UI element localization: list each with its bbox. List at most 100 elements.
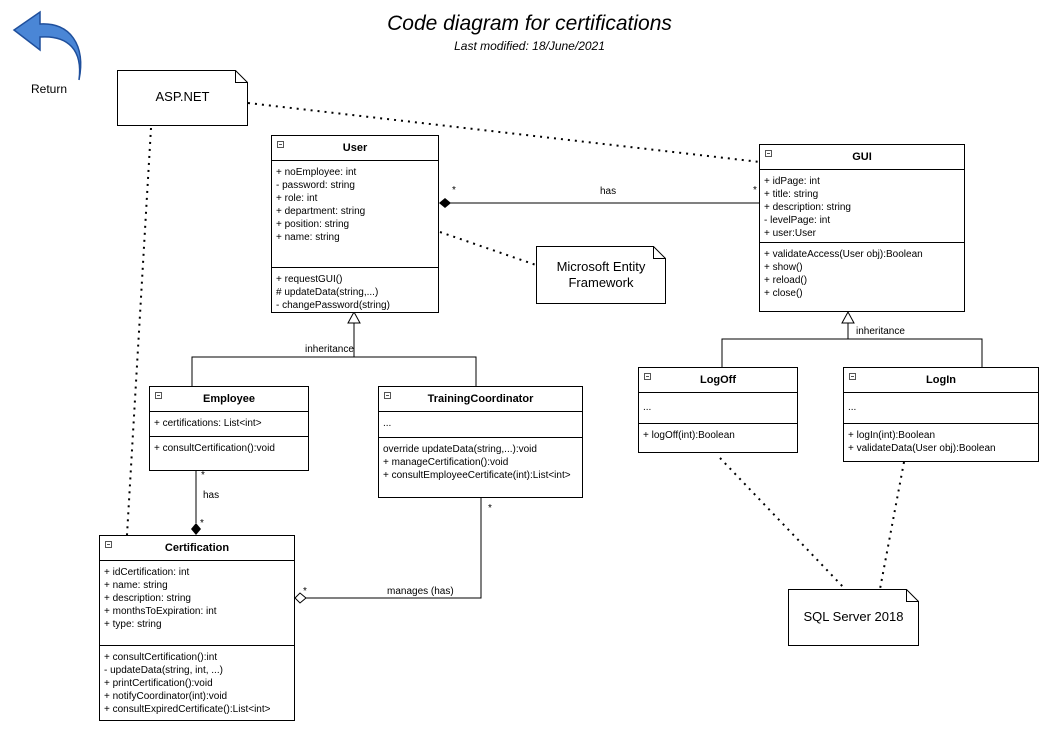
has-label: has [600, 186, 617, 197]
multiplicity-star: * [303, 586, 307, 597]
attribute: + name: string [104, 580, 168, 591]
user-entity-link [439, 231, 537, 266]
class-name: TrainingCoordinator [427, 393, 534, 405]
entity-framework-line-2: Framework [568, 275, 634, 290]
method: + consultCertification():int [104, 652, 218, 663]
collapse-icon[interactable] [277, 141, 284, 148]
class-training-coordinator[interactable]: TrainingCoordinator ... override updateD… [378, 386, 583, 498]
class-user[interactable]: User + noEmployee: int - password: strin… [271, 135, 439, 313]
method: + consultCertification():void [154, 443, 275, 454]
aspnet-gui-link [247, 102, 761, 163]
method: + manageCertification():void [383, 457, 509, 468]
attribute: ... [383, 418, 392, 429]
class-name: LogOff [699, 374, 737, 386]
attribute: ... [643, 402, 652, 413]
attribute: - password: string [276, 180, 355, 191]
inheritance-left-arrow [347, 310, 361, 324]
collapse-icon[interactable] [644, 373, 651, 380]
diagram-subtitle: Last modified: 18/June/2021 [454, 39, 605, 53]
attribute: + noEmployee: int [276, 167, 357, 178]
methods-section: + validateAccess(User obj):Boolean + sho… [760, 243, 964, 305]
collapse-icon[interactable] [384, 392, 391, 399]
methods-section: + consultCertification():void [150, 437, 308, 460]
attributes-section: ... [844, 393, 1038, 424]
attribute: + description: string [104, 593, 191, 604]
inheritance-left-tree [191, 356, 477, 386]
method: + requestGUI() [276, 274, 343, 285]
aspnet-note: ASP.NET [117, 70, 248, 126]
login-sql-link [879, 461, 905, 590]
inheritance-right-arrow [841, 310, 855, 324]
method: + close() [764, 288, 803, 299]
attribute: + position: string [276, 219, 350, 230]
employee-certification-diamond [191, 523, 201, 535]
multiplicity-star: * [200, 518, 204, 529]
entity-framework-note: Microsoft Entity Framework [536, 246, 666, 304]
attributes-section: ... [639, 393, 797, 424]
class-name: GUI [852, 151, 872, 163]
aspnet-note-text: ASP.NET [155, 89, 210, 104]
sql-server-note: SQL Server 2018 [788, 589, 919, 646]
manages-label: manages (has) [387, 586, 454, 597]
methods-section: + consultCertification():int - updateDat… [100, 646, 294, 721]
attribute: + idPage: int [764, 176, 820, 187]
inheritance-right-tree [721, 338, 983, 367]
method: + printCertification():void [104, 678, 213, 689]
method: + logOff(int):Boolean [643, 430, 735, 441]
return-arrow-icon [12, 10, 82, 81]
class-name: LogIn [926, 374, 956, 386]
method: + notifyCoordinator(int):void [104, 691, 228, 702]
collapse-icon[interactable] [105, 541, 112, 548]
class-gui[interactable]: GUI + idPage: int + title: string + desc… [759, 144, 965, 312]
method: + validateAccess(User obj):Boolean [764, 249, 923, 260]
method: override updateData(string,...):void [383, 444, 537, 455]
attributes-section: + idCertification: int + name: string + … [100, 561, 294, 646]
inheritance-label: inheritance [305, 344, 354, 355]
class-certification[interactable]: Certification + idCertification: int + n… [99, 535, 295, 721]
class-employee[interactable]: Employee + certifications: List<int> + c… [149, 386, 309, 471]
method: # updateData(string,...) [276, 287, 379, 298]
inheritance-label: inheritance [856, 326, 905, 337]
method: - updateData(string, int, ...) [104, 665, 223, 676]
training-certification-diamond [294, 592, 307, 604]
attribute: ... [848, 402, 857, 413]
methods-section: + logOff(int):Boolean [639, 424, 797, 447]
sql-server-note-text: SQL Server 2018 [803, 609, 904, 624]
multiplicity-star: * [753, 185, 757, 196]
class-name: User [342, 142, 368, 154]
methods-section: override updateData(string,...):void + m… [379, 438, 582, 487]
attribute: + certifications: List<int> [154, 418, 262, 429]
attribute: + idCertification: int [104, 567, 190, 578]
method: + validateData(User obj):Boolean [848, 443, 996, 454]
collapse-icon[interactable] [849, 373, 856, 380]
multiplicity-star: * [488, 503, 492, 514]
class-name: Employee [203, 393, 255, 405]
method: + consultExpiredCertificate():List<int> [104, 704, 271, 715]
collapse-icon[interactable] [155, 392, 162, 399]
method: + logIn(int):Boolean [848, 430, 936, 441]
class-name: Certification [164, 542, 230, 554]
entity-framework-line-1: Microsoft Entity [556, 259, 646, 274]
attributes-section: + noEmployee: int - password: string + r… [272, 161, 438, 268]
attribute: + description: string [764, 202, 851, 213]
class-logoff[interactable]: LogOff ... + logOff(int):Boolean [638, 367, 798, 453]
attribute: + role: int [276, 193, 318, 204]
attribute: + user:User [764, 228, 816, 239]
attribute: + name: string [276, 232, 340, 243]
attribute: + type: string [104, 619, 162, 630]
method: + consultEmployeeCertificate(int):List<i… [383, 470, 571, 481]
method: + show() [764, 262, 803, 273]
attribute: - levelPage: int [764, 215, 831, 226]
attribute: + title: string [764, 189, 819, 200]
attributes-section: + idPage: int + title: string + descript… [760, 170, 964, 243]
methods-section: + requestGUI() # updateData(string,...) … [272, 268, 438, 317]
method: + reload() [764, 275, 808, 286]
diagram-title: Code diagram for certifications [387, 12, 672, 35]
attribute: + monthsToExpiration: int [104, 606, 217, 617]
multiplicity-star: * [201, 470, 205, 481]
class-login[interactable]: LogIn ... + logIn(int):Boolean + validat… [843, 367, 1039, 462]
multiplicity-star: * [452, 185, 456, 196]
collapse-icon[interactable] [765, 150, 772, 157]
return-button[interactable]: Return [10, 10, 88, 100]
